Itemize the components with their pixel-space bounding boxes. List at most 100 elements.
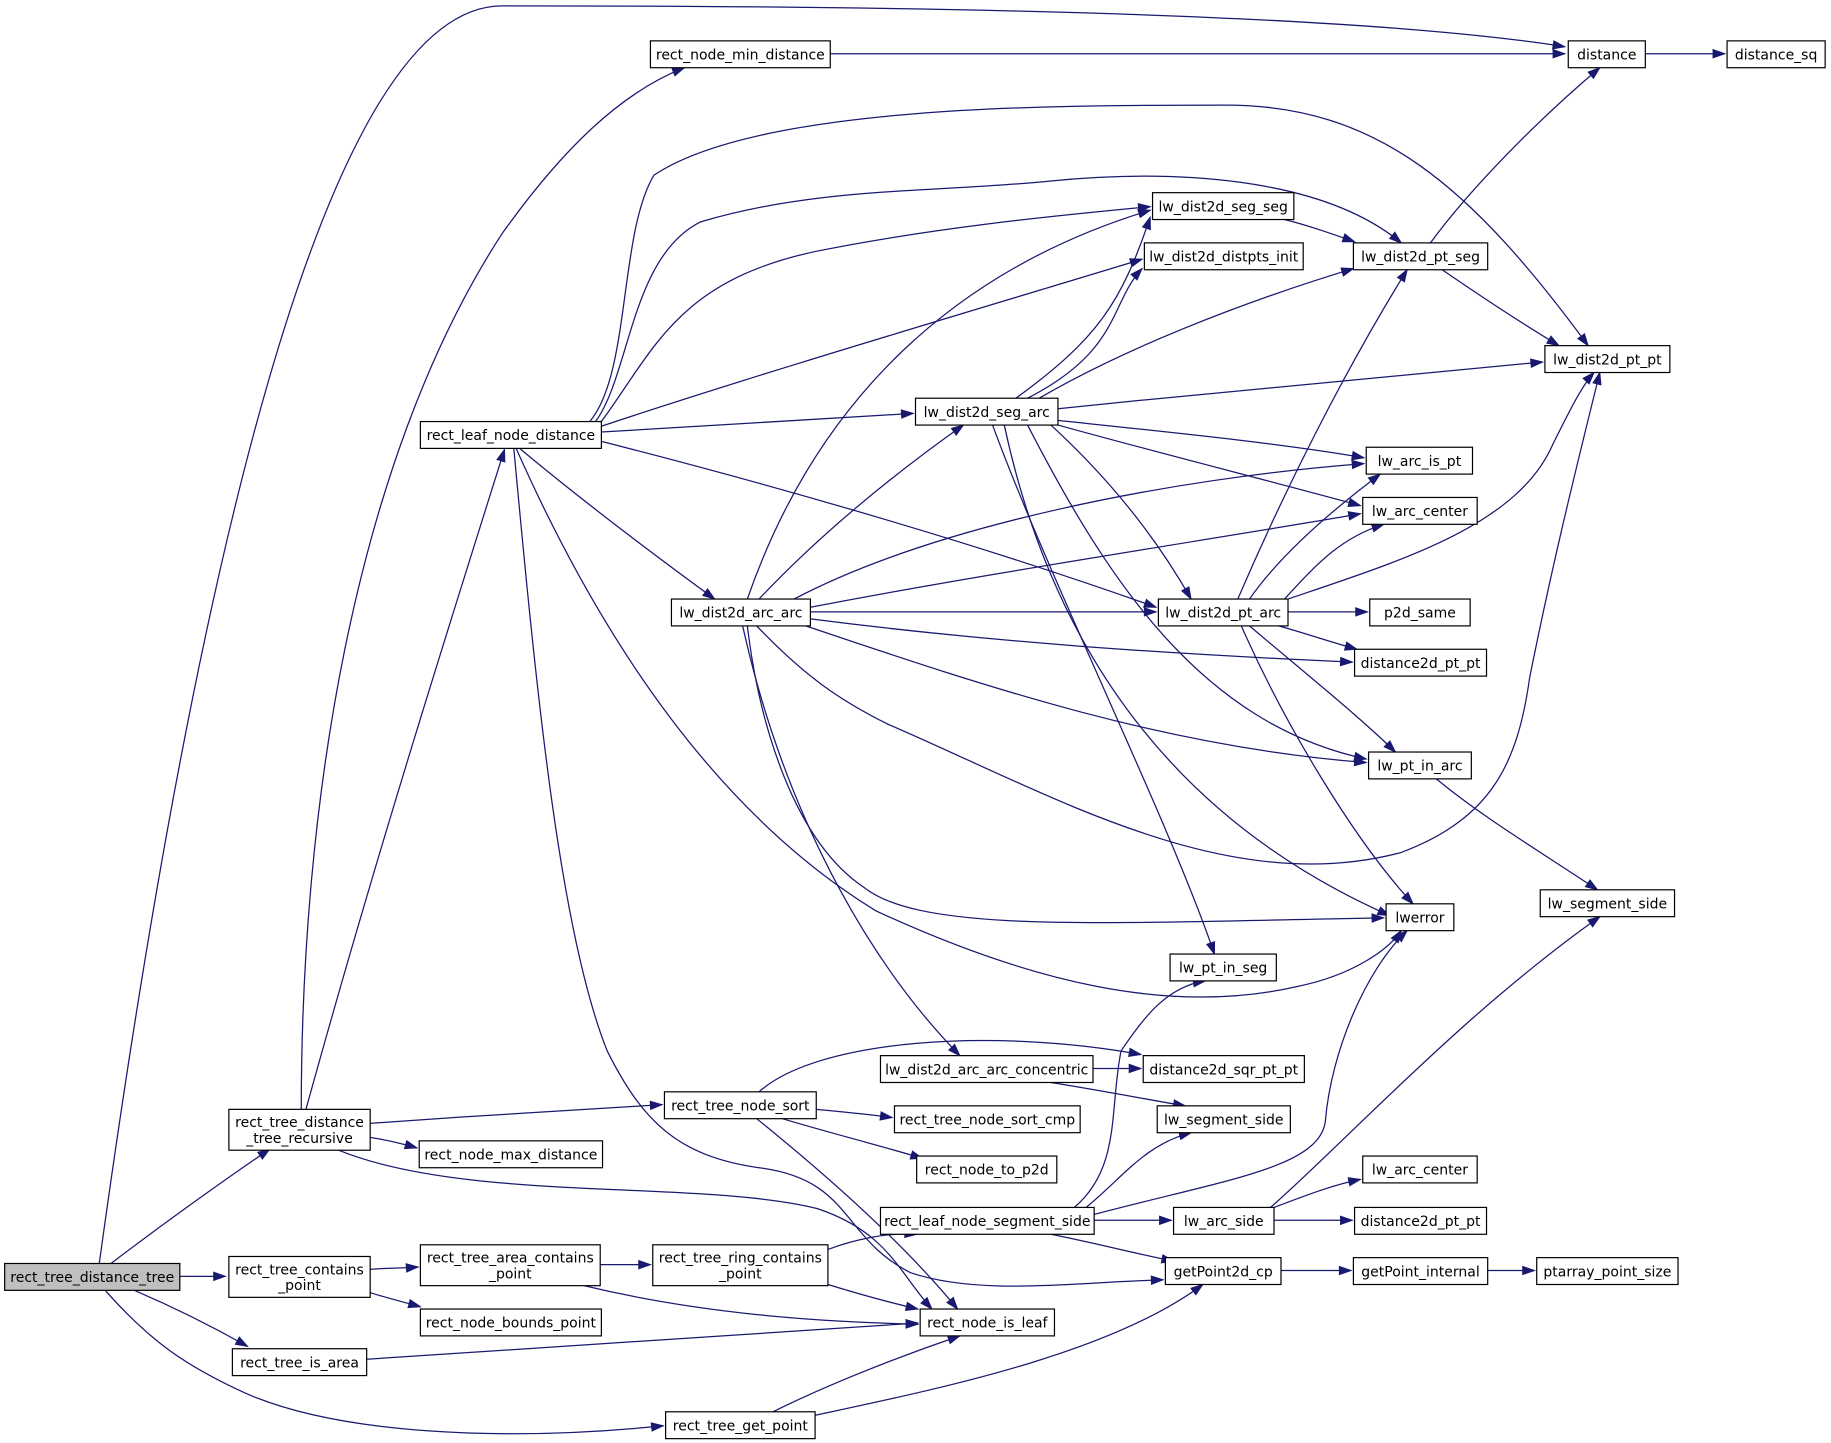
edge-line [601, 412, 914, 433]
arrowhead [1347, 497, 1362, 507]
node-rect_tree_get_point[interactable]: rect_tree_get_point [665, 1411, 816, 1440]
arrowhead [671, 67, 686, 77]
node-rect_tree_contains_point[interactable]: rect_tree_contains_point [228, 1255, 371, 1298]
node-lwerror[interactable]: lwerror [1385, 903, 1455, 932]
edges-layer [98, 5, 1727, 1435]
edge-line [1050, 1233, 1174, 1262]
edge-line [305, 449, 506, 1110]
edge-line [601, 258, 1143, 427]
edge-lw_dist2d_arc_arc-to-distance2d_pt_pt_a [810, 618, 1354, 667]
node-ptarray_point_size[interactable]: ptarray_point_size [1536, 1257, 1679, 1286]
node-rect_node_min_distance[interactable]: rect_node_min_distance [649, 40, 831, 69]
node-getPoint_internal[interactable]: getPoint_internal [1352, 1257, 1489, 1286]
arrowhead [946, 1296, 959, 1311]
node-rect_tree_distance_tree_recursive[interactable]: rect_tree_distance_tree_recursive [228, 1108, 371, 1151]
node-lw_segment_side_a[interactable]: lw_segment_side [1156, 1105, 1291, 1134]
arrowhead [1370, 523, 1386, 533]
arrowhead [1128, 1047, 1143, 1058]
node-label: lw_dist2d_pt_seg [1361, 250, 1480, 266]
node-rect_leaf_node_segment_side[interactable]: rect_leaf_node_segment_side [879, 1206, 1095, 1235]
node-rect_node_bounds_point[interactable]: rect_node_bounds_point [419, 1308, 602, 1337]
edge-line [1015, 216, 1151, 399]
node-rect_leaf_node_distance[interactable]: rect_leaf_node_distance [419, 420, 602, 450]
node-distance[interactable]: distance [1567, 40, 1646, 69]
node-distance2d_sqr_pt_pt[interactable]: distance2d_sqr_pt_pt [1142, 1055, 1305, 1084]
node-lw_segment_side_b[interactable]: lw_segment_side [1539, 889, 1676, 918]
node-box [228, 1255, 371, 1298]
node-p2d_same[interactable]: p2d_same [1369, 598, 1471, 627]
edge-line [1270, 916, 1601, 1208]
node-box [1169, 953, 1277, 982]
edge-lw_dist2d_seg_arc-to-lw_dist2d_seg_seg [1015, 215, 1151, 399]
node-rect_tree_distance_tree[interactable]: rect_tree_distance_tree [4, 1262, 181, 1291]
edge-line [515, 448, 1402, 998]
node-lw_pt_in_arc[interactable]: lw_pt_in_arc [1367, 751, 1472, 780]
edge-line [600, 206, 1151, 422]
node-box [1369, 598, 1471, 627]
node-label: distance2d_pt_pt [1361, 656, 1481, 672]
edge-line [1057, 361, 1543, 410]
arrowhead [1522, 1265, 1536, 1276]
arrowhead [1383, 740, 1397, 754]
edge-rect_leaf_node_distance-to-lw_dist2d_arc_arc [519, 447, 716, 600]
node-box [228, 1108, 371, 1151]
node-rect_tree_area_contains_point[interactable]: rect_tree_area_contains_point [419, 1244, 601, 1287]
edge-line [1435, 778, 1598, 891]
node-box [1157, 598, 1289, 627]
node-rect_tree_ring_contains_point[interactable]: rect_tree_ring_contains_point [652, 1244, 829, 1287]
node-rect_node_to_p2d[interactable]: rect_node_to_p2d [916, 1155, 1058, 1184]
node-lw_dist2d_distpts_init[interactable]: lw_dist2d_distpts_init [1143, 242, 1304, 271]
edge-line [756, 372, 1601, 865]
node-lw_arc_side[interactable]: lw_arc_side [1172, 1206, 1275, 1235]
edge-line [370, 1104, 663, 1124]
node-distance_sq[interactable]: distance_sq [1726, 40, 1826, 69]
node-rect_tree_node_sort_cmp[interactable]: rect_tree_node_sort_cmp [893, 1105, 1081, 1134]
node-label: lw_dist2d_seg_arc [924, 405, 1050, 421]
edge-distance-to-distance_sq [1645, 48, 1727, 59]
edge-rect_leaf_node_segment_side-to-getPoint2d_cp [1050, 1233, 1176, 1264]
node-box [1352, 242, 1489, 271]
node-lw_dist2d_seg_seg[interactable]: lw_dist2d_seg_seg [1151, 192, 1295, 221]
node-lw_dist2d_seg_arc[interactable]: lw_dist2d_seg_arc [914, 397, 1059, 426]
node-lw_arc_center_a[interactable]: lw_arc_center [1362, 496, 1478, 525]
edge-getPoint2d_cp-to-getPoint_internal [1281, 1265, 1353, 1276]
arrowhead [1551, 40, 1567, 50]
arrowhead [1401, 891, 1414, 905]
edge-lw_dist2d_seg_arc-to-lw_arc_center_a [1057, 424, 1362, 507]
node-lw_dist2d_pt_seg[interactable]: lw_dist2d_pt_seg [1352, 242, 1489, 271]
node-label: lw_arc_center [1372, 1163, 1468, 1179]
node-distance2d_pt_pt_b[interactable]: distance2d_pt_pt [1353, 1206, 1488, 1235]
arrowhead [701, 587, 716, 600]
edge-line [1278, 625, 1358, 650]
node-label: rect_tree_get_point [673, 1418, 809, 1434]
arrowhead [1143, 607, 1158, 617]
node-label: ptarray_point_size [1543, 1264, 1671, 1280]
node-label: lwerror [1395, 911, 1444, 927]
node-rect_tree_node_sort[interactable]: rect_tree_node_sort [663, 1091, 817, 1120]
node-lw_arc_center_b[interactable]: lw_arc_center [1362, 1155, 1478, 1184]
edge-line [589, 104, 1589, 422]
node-label: lw_arc_center [1372, 504, 1468, 520]
edge-line [746, 209, 1151, 600]
edge-line [1240, 625, 1414, 905]
edge-line [782, 1118, 923, 1159]
node-rect_node_is_leaf[interactable]: rect_node_is_leaf [919, 1308, 1056, 1337]
edge-line [110, 1148, 271, 1264]
node-getPoint2d_cp[interactable]: getPoint2d_cp [1164, 1257, 1282, 1286]
node-rect_tree_is_area[interactable]: rect_tree_is_area [231, 1348, 368, 1377]
node-label: getPoint2d_cp [1174, 1264, 1273, 1280]
arrowhead [1592, 371, 1602, 386]
node-lw_arc_is_pt[interactable]: lw_arc_is_pt [1365, 446, 1474, 475]
node-lw_dist2d_pt_arc[interactable]: lw_dist2d_pt_arc [1157, 598, 1289, 627]
node-label: rect_tree_ring_contains [659, 1251, 822, 1267]
arrowhead [1339, 656, 1354, 667]
node-rect_node_max_distance[interactable]: rect_node_max_distance [418, 1140, 604, 1169]
node-lw_pt_in_seg[interactable]: lw_pt_in_seg [1169, 953, 1277, 982]
node-label: rect_node_bounds_point [426, 1316, 597, 1332]
node-lw_dist2d_pt_pt[interactable]: lw_dist2d_pt_pt [1544, 345, 1671, 374]
arrowhead [1347, 1177, 1362, 1187]
arrowhead [879, 1111, 894, 1121]
node-lw_dist2d_arc_arc_concentric[interactable]: lw_dist2d_arc_arc_concentric [879, 1055, 1094, 1084]
node-lw_dist2d_arc_arc[interactable]: lw_dist2d_arc_arc [670, 598, 812, 627]
node-distance2d_pt_pt_a[interactable]: distance2d_pt_pt [1353, 648, 1488, 677]
